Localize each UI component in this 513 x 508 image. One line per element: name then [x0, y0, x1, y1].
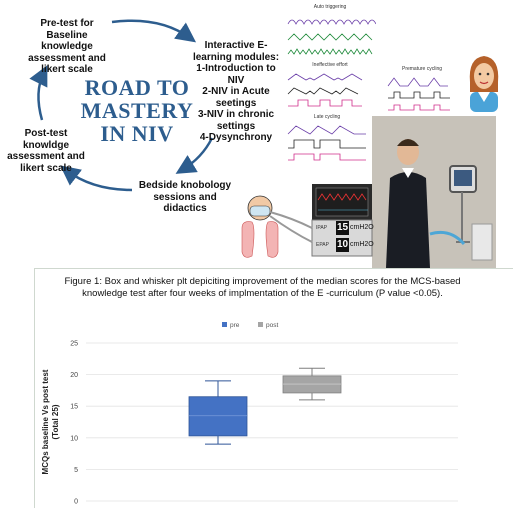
waveform-title: Late cycling: [313, 114, 341, 120]
legend-label-pre: pre: [230, 322, 240, 329]
y-tick-label: 10: [70, 435, 78, 442]
arrow-left: [29, 65, 48, 121]
y-tick-label: 0: [74, 499, 78, 506]
waveform-title: Ineffective effort: [312, 62, 348, 68]
y-tick-label: 15: [70, 404, 78, 411]
y-tick-label: 25: [70, 341, 78, 348]
ipap-label: IPAP: [316, 225, 328, 231]
clinician-photo: [372, 116, 496, 268]
arrow-bottom: [60, 165, 133, 192]
y-tick-label: 5: [74, 467, 78, 474]
y-axis-label: MCQs baseline Vs post test: [41, 369, 50, 474]
ipap-value: 15: [336, 221, 349, 235]
waveform-title: Auto triggering: [313, 4, 347, 10]
step-modules: Interactive E- learning modules: 1-Intro…: [192, 40, 280, 143]
arrow-right: [175, 137, 214, 174]
step-pretest: Pre-test for Baseline knowledge assessme…: [28, 18, 106, 75]
chart-frame: [34, 268, 513, 508]
y-tick-label: 20: [70, 372, 78, 379]
y-axis-label-unit: (Total 25): [51, 404, 60, 439]
epap-label: EPAP: [316, 242, 329, 248]
chart-title: Figure 1: Box and whisker plt depiciting…: [64, 276, 461, 299]
cycle-arrows: [29, 19, 214, 192]
waveform-premature-cycling: Premature cycling: [384, 66, 460, 116]
waveform-title: Premature cycling: [401, 66, 442, 72]
epap-value: 10: [336, 238, 349, 252]
clinician-avatar: [469, 56, 499, 112]
road-title: ROAD TO MASTERY IN NIV: [80, 75, 194, 146]
infographic: Pre-test for Baseline knowledge assessme…: [7, 4, 499, 268]
waveform-ineffective-effort: Ineffective effort: [284, 62, 376, 112]
ventilator-illustration: IPAP 15 cmH2O EPAP 10 cmH2O: [236, 180, 376, 268]
epap-unit: cmH2O: [350, 241, 374, 248]
ipap-unit: cmH2O: [350, 224, 374, 231]
legend-swatch-pre: [222, 322, 227, 327]
arrow-top: [111, 19, 197, 43]
step-bedside: Bedside knobology sessions and didactics: [138, 180, 232, 214]
legend-swatch-post: [258, 322, 263, 327]
legend-label-post: post: [266, 322, 278, 329]
step-posttest: Post-test knowldge assessment and likert…: [7, 128, 85, 174]
box-pre: [188, 396, 248, 437]
waveform-late-cycling: Late cycling: [284, 114, 370, 166]
waveform-auto-triggering: Auto triggering: [284, 4, 377, 62]
